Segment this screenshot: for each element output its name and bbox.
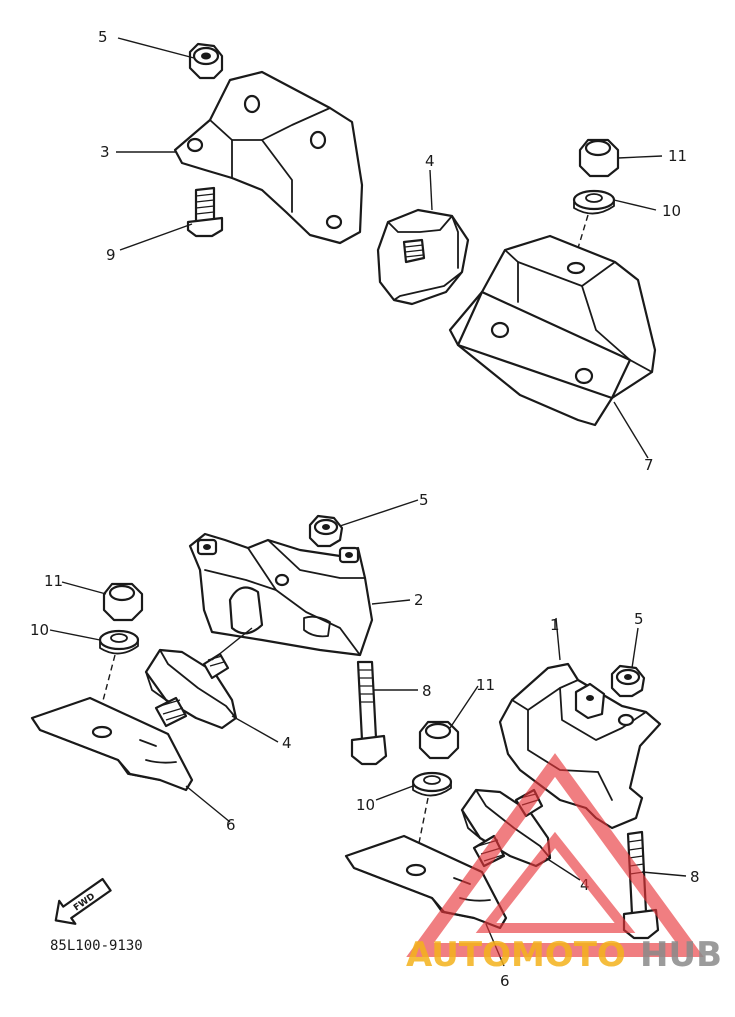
watermark-text-automoto: AUTOMOTO [406,935,626,975]
callout-6-bottom: 6 [500,972,510,990]
part-10-washer-top [572,189,616,215]
callout-1: 1 [550,616,560,634]
callout-5-middle: 5 [419,491,429,509]
part-9-bolt [186,186,224,238]
callout-11-bottom: 11 [476,676,495,694]
part-11-flange-nut-middle [102,582,144,622]
part-5-nut-bottom [610,664,646,698]
watermark-logo [406,753,704,957]
watermark-text-hub: HUB [640,935,722,975]
part-6-plate-middle [30,696,194,792]
catalog-code: 85L100-9130 [50,938,143,954]
part-4-rubber-mount-top [376,208,470,306]
callout-5-bottom: 5 [634,610,644,628]
callout-8-middle: 8 [422,682,432,700]
part-7-bracket [448,234,657,427]
part-1-bracket [498,617,662,830]
part-3-bracket [173,70,364,245]
guide-line-mount-to-bracket [211,627,253,661]
callout-10-bottom: 10 [356,796,375,814]
part-8-bolt-middle [350,660,388,766]
leader-lines [49,37,687,967]
part-4-rubber-mount-middle [144,648,238,730]
callout-10-top: 10 [662,202,681,220]
part-5-nut-top [188,42,224,80]
callout-9: 9 [106,246,116,264]
callout-7: 7 [644,456,654,474]
part-5-nut-middle [308,514,344,548]
part-10-washer-middle [98,629,140,655]
callout-5-top: 5 [98,28,108,46]
part-10-washer-bottom [411,771,453,797]
callout-4-top: 4 [425,152,435,170]
part-2-bracket [188,532,374,657]
forward-arrow-icon: FWD [54,877,112,925]
callout-11-middle: 11 [44,572,63,590]
callout-11-top: 11 [668,147,687,165]
callout-3: 3 [100,143,110,161]
part-11-flange-nut-bottom [418,720,460,760]
callout-4-middle: 4 [282,734,292,752]
part-11-flange-nut-top [578,138,620,178]
callout-8-bottom: 8 [690,868,700,886]
callout-6-middle: 6 [226,816,236,834]
callout-10-middle: 10 [30,621,49,639]
callout-2: 2 [414,591,424,609]
